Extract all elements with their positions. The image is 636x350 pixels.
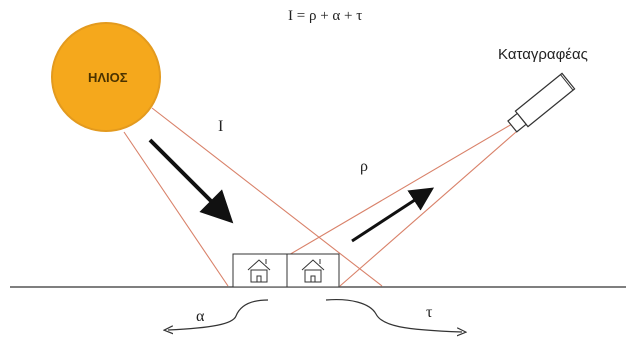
reflected-arrow xyxy=(351,187,435,243)
house-icon xyxy=(247,259,271,283)
recorder-label: Καταγραφέας xyxy=(498,46,588,63)
recorder-icon xyxy=(507,72,576,133)
sun-icon xyxy=(51,22,161,132)
incident-arrow xyxy=(148,138,234,224)
house-icon xyxy=(301,259,325,283)
transmitted-arrow xyxy=(325,298,462,332)
formula-text: I = ρ + α + τ xyxy=(288,8,363,24)
incident-label: I xyxy=(218,118,224,135)
target-area xyxy=(232,253,340,288)
transmitted-label: τ xyxy=(426,304,433,321)
incident-rays xyxy=(123,107,383,287)
reflected-label: ρ xyxy=(360,158,368,175)
absorbed-arrow xyxy=(168,299,269,330)
absorbed-label: α xyxy=(196,308,205,325)
sun-label: ΗΛΙΟΣ xyxy=(88,70,128,85)
